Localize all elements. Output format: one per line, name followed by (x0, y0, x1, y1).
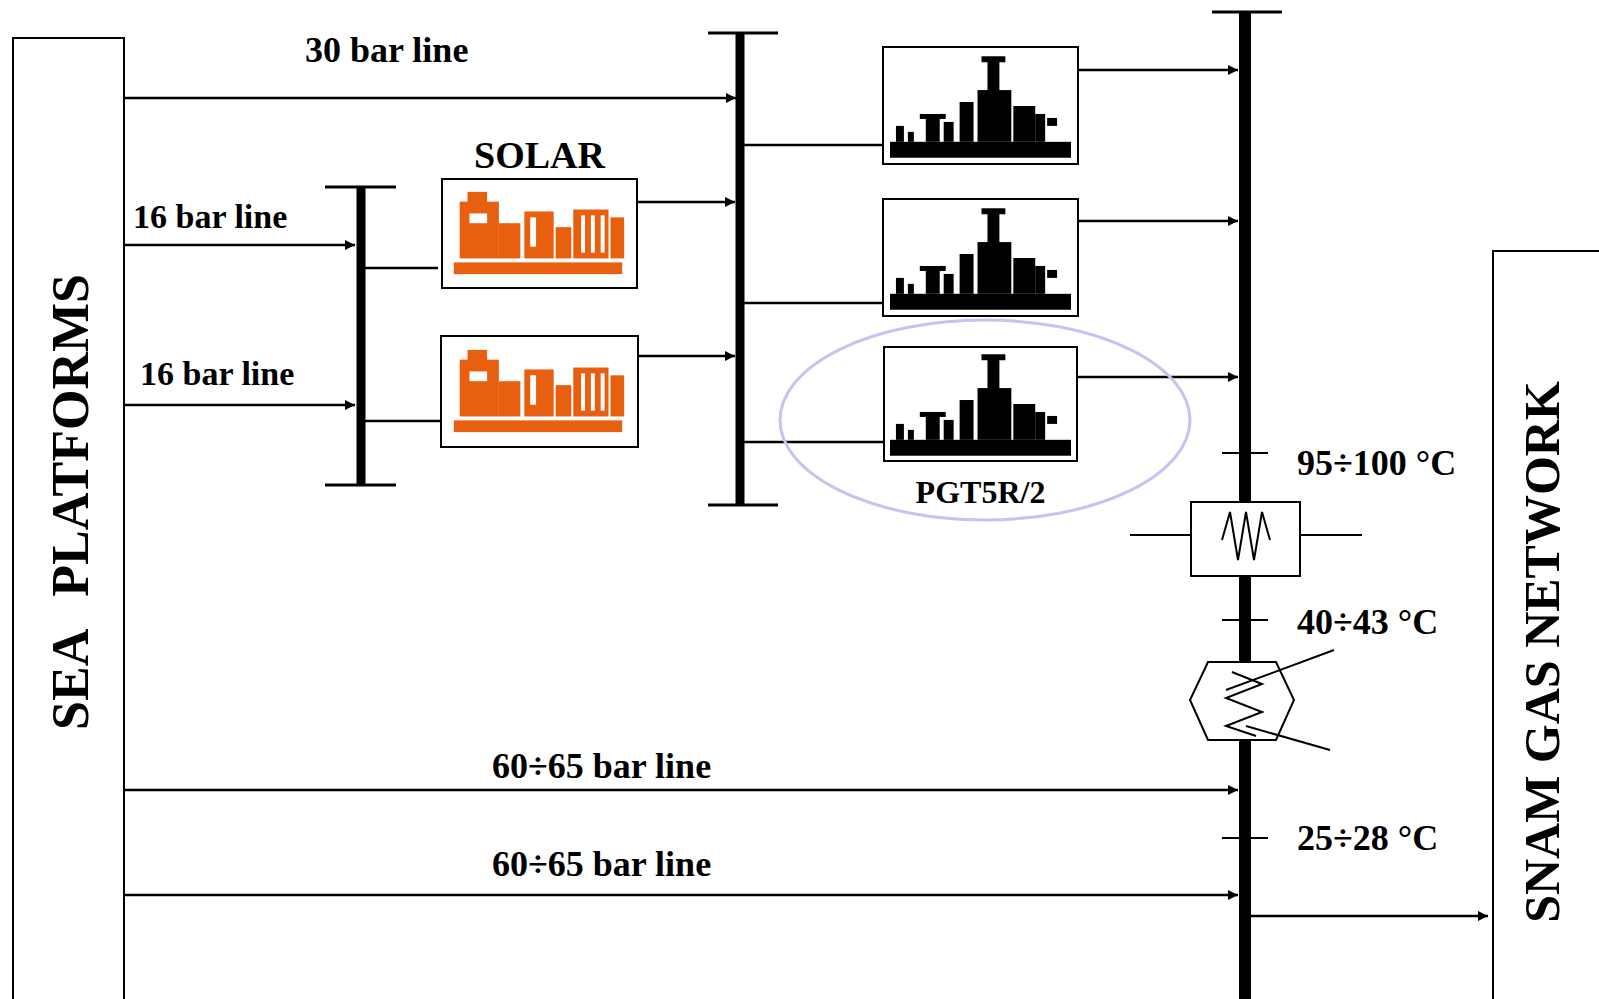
line-label: 16 bar line (140, 357, 294, 391)
temperature-label: 40÷43 °C (1297, 604, 1438, 640)
turbine-box: SOLAR (441, 178, 638, 289)
cooler (1190, 650, 1334, 750)
turbine-box: PGT5R/2 (883, 346, 1078, 462)
highlight-ellipse (780, 320, 1190, 520)
headers (325, 12, 1282, 999)
line-label: 30 bar line (305, 32, 468, 68)
machine-label: SOLAR (474, 136, 605, 174)
temperature-label: 25÷28 °C (1297, 820, 1438, 856)
temperature-label: 95÷100 °C (1297, 445, 1456, 481)
heat-exchanger (1130, 502, 1362, 576)
pipe-lines (125, 70, 1488, 916)
line-label: 60÷65 bar line (492, 846, 711, 882)
network-box: SNAM GAS NETWORK (1492, 250, 1599, 999)
gas-turbines (883, 47, 1078, 456)
solar-turbines (441, 192, 638, 447)
line-label: 60÷65 bar line (492, 748, 711, 784)
machine-label: PGT5R/2 (916, 476, 1046, 508)
platforms-box: SEA PLATFORMS (12, 37, 125, 999)
vertical-title: SEA PLATFORMS (45, 274, 97, 730)
vertical-title: SNAM GAS NETWORK (1517, 381, 1567, 923)
line-label: 16 bar line (133, 200, 287, 234)
